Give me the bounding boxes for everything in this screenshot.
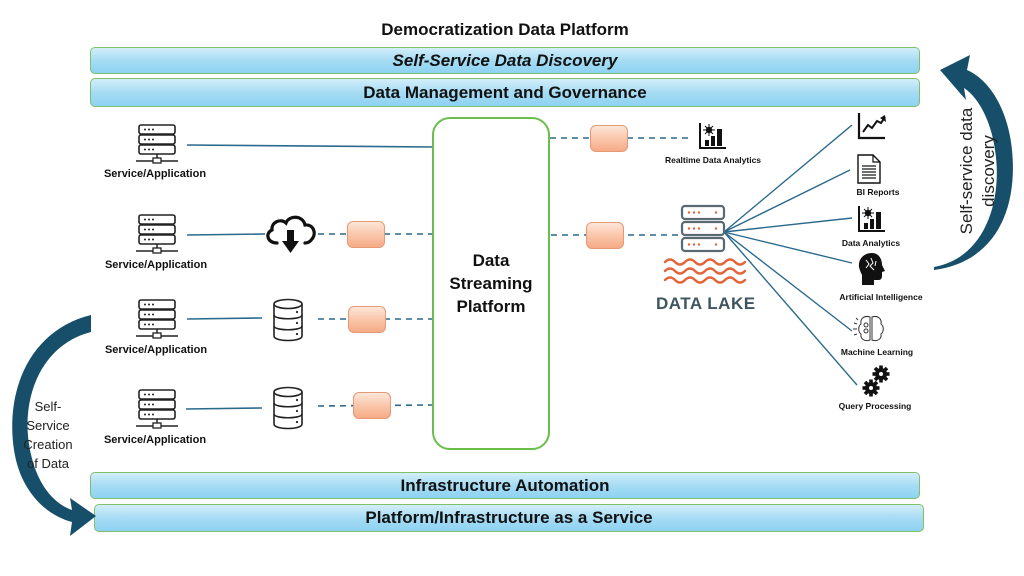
connector-box	[353, 392, 391, 419]
analytics-chart-icon	[858, 206, 885, 232]
source-label: Service/Application	[104, 344, 208, 356]
line-source-3	[186, 317, 263, 320]
fan-line-ml	[723, 231, 853, 332]
ai-head-icon	[858, 253, 885, 285]
connector-box	[586, 222, 624, 249]
data-lake-server-icon	[680, 204, 726, 253]
note-line: Self-	[34, 399, 62, 414]
document-icon	[857, 154, 881, 184]
source-label: Service/Application	[103, 168, 207, 180]
server-icon	[136, 299, 178, 339]
server-icon	[136, 124, 178, 164]
database-icon	[273, 386, 303, 430]
brain-icon	[853, 316, 884, 342]
dsp-label-line1: Data	[472, 251, 510, 270]
data-lake-label: DATA LAKE	[656, 294, 756, 313]
note-line: Service	[26, 418, 70, 433]
line-chart-icon	[857, 113, 886, 140]
connector-box	[590, 125, 628, 152]
fan-line-query	[723, 231, 858, 386]
fan-line-chart	[723, 124, 853, 233]
line-source-4	[185, 407, 263, 410]
cloud-download-icon	[266, 215, 316, 253]
server-icon	[136, 214, 178, 254]
band-infrastructure-automation: Infrastructure Automation	[90, 472, 920, 499]
self-service-discovery-note: Self-service data discovery	[956, 91, 1000, 251]
consumer-label: BI Reports	[856, 187, 900, 197]
note-line: of Data	[27, 456, 69, 471]
consumer-label: Data Analytics	[841, 238, 901, 248]
realtime-label: Realtime Data Analytics	[664, 155, 762, 165]
dsp-label-line3: Platform	[456, 297, 526, 316]
line-source-2	[186, 233, 266, 236]
source-label: Service/Application	[104, 259, 208, 271]
diagram-title: Democratization Data Platform	[381, 20, 629, 39]
note-line: discovery	[979, 135, 998, 207]
source-label: Service/Application	[103, 434, 207, 446]
server-icon	[136, 389, 178, 429]
consumer-label: Artificial Intelligence	[839, 292, 923, 302]
connector-box	[347, 221, 385, 248]
fan-line-ai	[723, 231, 853, 264]
lake-waves-icon	[663, 258, 747, 284]
realtime-analytics-icon	[699, 123, 726, 149]
connector-box	[348, 306, 386, 333]
band-self-service-discovery: Self-Service Data Discovery	[90, 47, 920, 74]
gears-icon	[862, 365, 890, 397]
note-line: Self-service data	[957, 107, 976, 235]
band-platform-as-a-service: Platform/Infrastructure as a Service	[94, 504, 924, 532]
consumer-label: Query Processing	[838, 401, 912, 411]
consumer-label: Machine Learning	[840, 347, 914, 357]
self-service-creation-note: Self- Service Creation of Data	[18, 397, 78, 473]
line-source-1	[186, 144, 433, 148]
dsp-label-line2: Streaming	[449, 274, 533, 293]
data-streaming-platform: Data Streaming Platform	[432, 117, 550, 450]
note-line: Creation	[23, 437, 73, 452]
fan-line-analytics	[723, 217, 853, 233]
band-data-management-governance: Data Management and Governance	[90, 78, 920, 107]
database-icon	[273, 298, 303, 342]
fan-line-bi	[723, 169, 851, 233]
